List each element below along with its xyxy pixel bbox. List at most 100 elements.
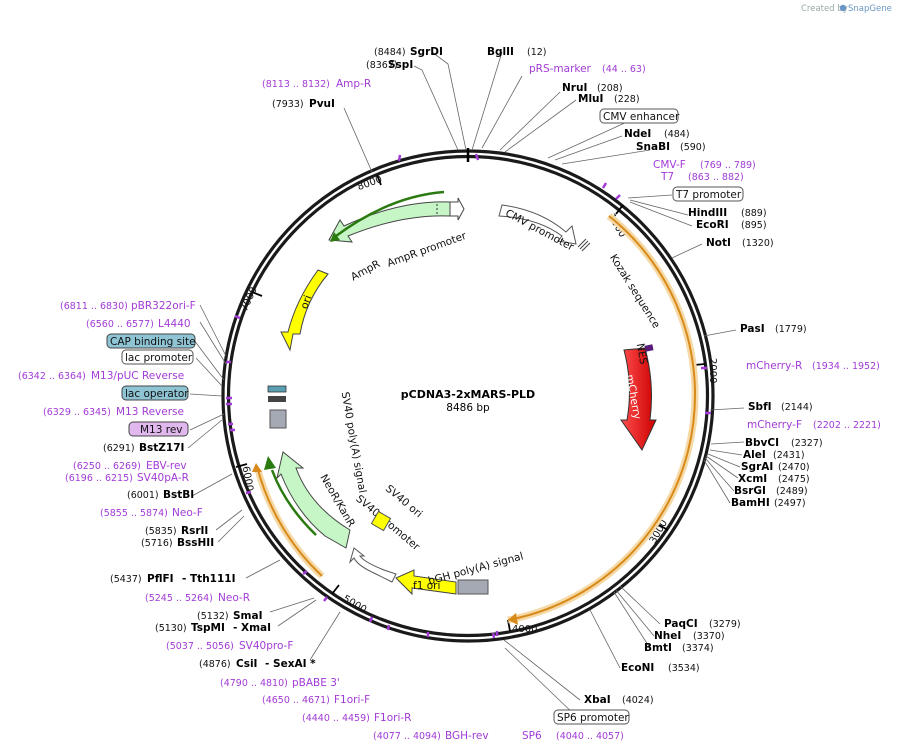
primer-m13puc-reverse-pos: (6342 .. 6364) [18, 371, 86, 382]
primer-sp6-pos: (4040 .. 4057) [556, 731, 624, 742]
primer-mcherry-f[interactable]: mCherry-F [747, 419, 802, 431]
cap-binding-site-box[interactable] [106, 333, 196, 349]
site-xbai[interactable]: XbaI [584, 694, 611, 706]
site-nhei[interactable]: NheI [654, 630, 681, 642]
primer-m13-reverse[interactable]: M13 Reverse [116, 406, 184, 418]
site-ndei[interactable]: NdeI [624, 128, 651, 140]
primer-f1ori-r[interactable]: F1ori-R [374, 712, 411, 724]
f1-ori-label: f1 ori [413, 580, 440, 592]
site-mlui[interactable]: MluI [578, 93, 603, 105]
t7-promoter-box[interactable] [672, 186, 744, 202]
primer-prs-marker-pos: (44 .. 63) [602, 64, 646, 75]
site-bstbi[interactable]: BstBI [163, 489, 194, 501]
primer-prs-marker[interactable]: pRS-marker [529, 63, 592, 75]
ampr-promoter-feature[interactable] [449, 197, 465, 221]
primer-f1ori-r-pos: (4440 .. 4459) [302, 713, 370, 724]
ori-feature[interactable] [280, 269, 329, 352]
lac-operator-box[interactable] [121, 385, 189, 401]
primer-sv40pro-f[interactable]: SV40pro-F [239, 640, 293, 652]
bgh-polya-feature[interactable] [457, 579, 489, 595]
primer-bgh-rev[interactable]: BGH-rev [445, 730, 489, 742]
site-ecori[interactable]: EcoRI [696, 219, 729, 231]
site-tspmi[interactable]: TspMI [191, 622, 225, 634]
site-noti[interactable]: NotI [706, 237, 731, 249]
sv40-ori-feature[interactable] [370, 510, 392, 532]
tick-label-6000: 6000 [240, 465, 255, 492]
primer-cmv-f[interactable]: CMV-F [653, 159, 686, 171]
lac-operator-label: lac operator [125, 388, 189, 400]
site-bamhi[interactable]: BamHI [731, 497, 770, 509]
site-bglii[interactable]: BglII [487, 46, 514, 58]
primer-neo-f[interactable]: Neo-F [172, 507, 203, 519]
site-econi[interactable]: EcoNI [621, 662, 654, 674]
site-sgrai[interactable]: SgrAI [741, 461, 773, 473]
primer-sp6[interactable]: SP6 [522, 730, 542, 742]
site-tth111i[interactable]: - Tth111I [182, 573, 236, 585]
neor-feature[interactable] [276, 451, 351, 549]
ori-label: ori [298, 294, 314, 311]
mcherry-feature[interactable] [620, 347, 657, 451]
cmv-enhancer-box[interactable] [599, 108, 679, 124]
site-pflfi[interactable]: PflFI [147, 573, 174, 585]
primer-cmv-f-pos: (769 .. 789) [700, 160, 756, 171]
site-sbfi[interactable]: SbfI [748, 401, 772, 413]
site-sgrdi[interactable]: SgrDI [410, 46, 443, 58]
site-bsshii[interactable]: BssHII [177, 537, 214, 549]
nes-label: NES [634, 342, 650, 365]
primer-t7[interactable]: T7 [660, 171, 674, 183]
primer-sv40pro-f-pos: (5037 .. 5056) [166, 641, 234, 652]
plasmid-name: pCDNA3-2xMARS-PLD [401, 388, 535, 401]
primer-l4440[interactable]: L4440 [158, 318, 191, 330]
ampr-label: AmpR [349, 258, 382, 283]
site-alei[interactable]: AleI [743, 449, 766, 461]
sv40-polya-feature[interactable] [269, 409, 287, 429]
cmv-promoter-feature[interactable] [498, 204, 577, 245]
site-bmti[interactable]: BmtI [644, 642, 672, 654]
f1-ori-feature[interactable] [395, 569, 457, 596]
primer-m13puc-reverse[interactable]: M13/pUC Reverse [91, 370, 184, 382]
site-drui[interactable]: NruI [562, 82, 587, 94]
primer-pbabe3[interactable]: pBABE 3' [292, 677, 340, 689]
site-pflfi-pos: (5437) [110, 574, 142, 585]
ruler-ticks [235, 174, 706, 632]
primer-neo-r[interactable]: Neo-R [218, 592, 250, 604]
site-bbvci[interactable]: BbvCI [745, 437, 779, 449]
site-bsrgi[interactable]: BsrGI [734, 485, 766, 497]
site-sexai[interactable]: - SexAI * [265, 658, 316, 670]
primer-sv40pa-r[interactable]: SV40pA-R [137, 472, 189, 484]
site-snabi[interactable]: SnaBI [636, 141, 670, 153]
created-by-text: Created by [801, 4, 848, 14]
ampr-feature[interactable] [328, 201, 451, 243]
site-pvui[interactable]: PvuI [309, 98, 335, 110]
site-rsrii[interactable]: RsrII [181, 525, 208, 537]
site-paqci[interactable]: PaqCI [664, 618, 698, 630]
site-smai-pos: (5132) [197, 611, 229, 622]
sv40-promoter-feature[interactable] [348, 547, 397, 583]
primer-amp-r[interactable]: Amp-R [336, 78, 371, 90]
lac-promoter-box[interactable] [121, 349, 194, 365]
site-smai[interactable]: SmaI [233, 610, 263, 622]
site-bmti-pos: (3374) [682, 643, 714, 654]
site-bstz17i[interactable]: BstZ17I [139, 442, 184, 454]
primer-pbr322ori-f[interactable]: pBR322ori-F [131, 300, 196, 312]
plasmid-size: 8486 bp [446, 402, 490, 414]
site-xcmi[interactable]: XcmI [738, 473, 767, 485]
primer-mcherry-r[interactable]: mCherry-R [746, 360, 802, 372]
nes-feature[interactable] [644, 344, 654, 352]
m13-rev-box[interactable] [128, 421, 189, 437]
site-xmai[interactable]: - XmaI [233, 622, 271, 634]
primer-ebv-rev[interactable]: EBV-rev [146, 460, 187, 472]
site-csii[interactable]: CsiI [236, 658, 257, 670]
site-hindiii[interactable]: HindIII [688, 207, 727, 219]
sp6-promoter-box[interactable] [553, 709, 630, 725]
primer-neo-r-pos: (5245 .. 5264) [145, 593, 213, 604]
lac-promoter-label: lac promoter [125, 352, 193, 364]
site-bstbi-pos: (6001) [127, 490, 159, 501]
primer-l4440-pos: (6560 .. 6577) [86, 319, 154, 330]
primer-f1ori-f[interactable]: F1ori-F [334, 694, 370, 706]
site-noti-pos: (1320) [742, 238, 774, 249]
primer-f1ori-f-pos: (4650 .. 4671) [262, 695, 330, 706]
site-pasi[interactable]: PasI [740, 323, 765, 335]
kozak-feature[interactable] [577, 238, 591, 252]
site-sspi[interactable]: SspI [388, 59, 413, 71]
